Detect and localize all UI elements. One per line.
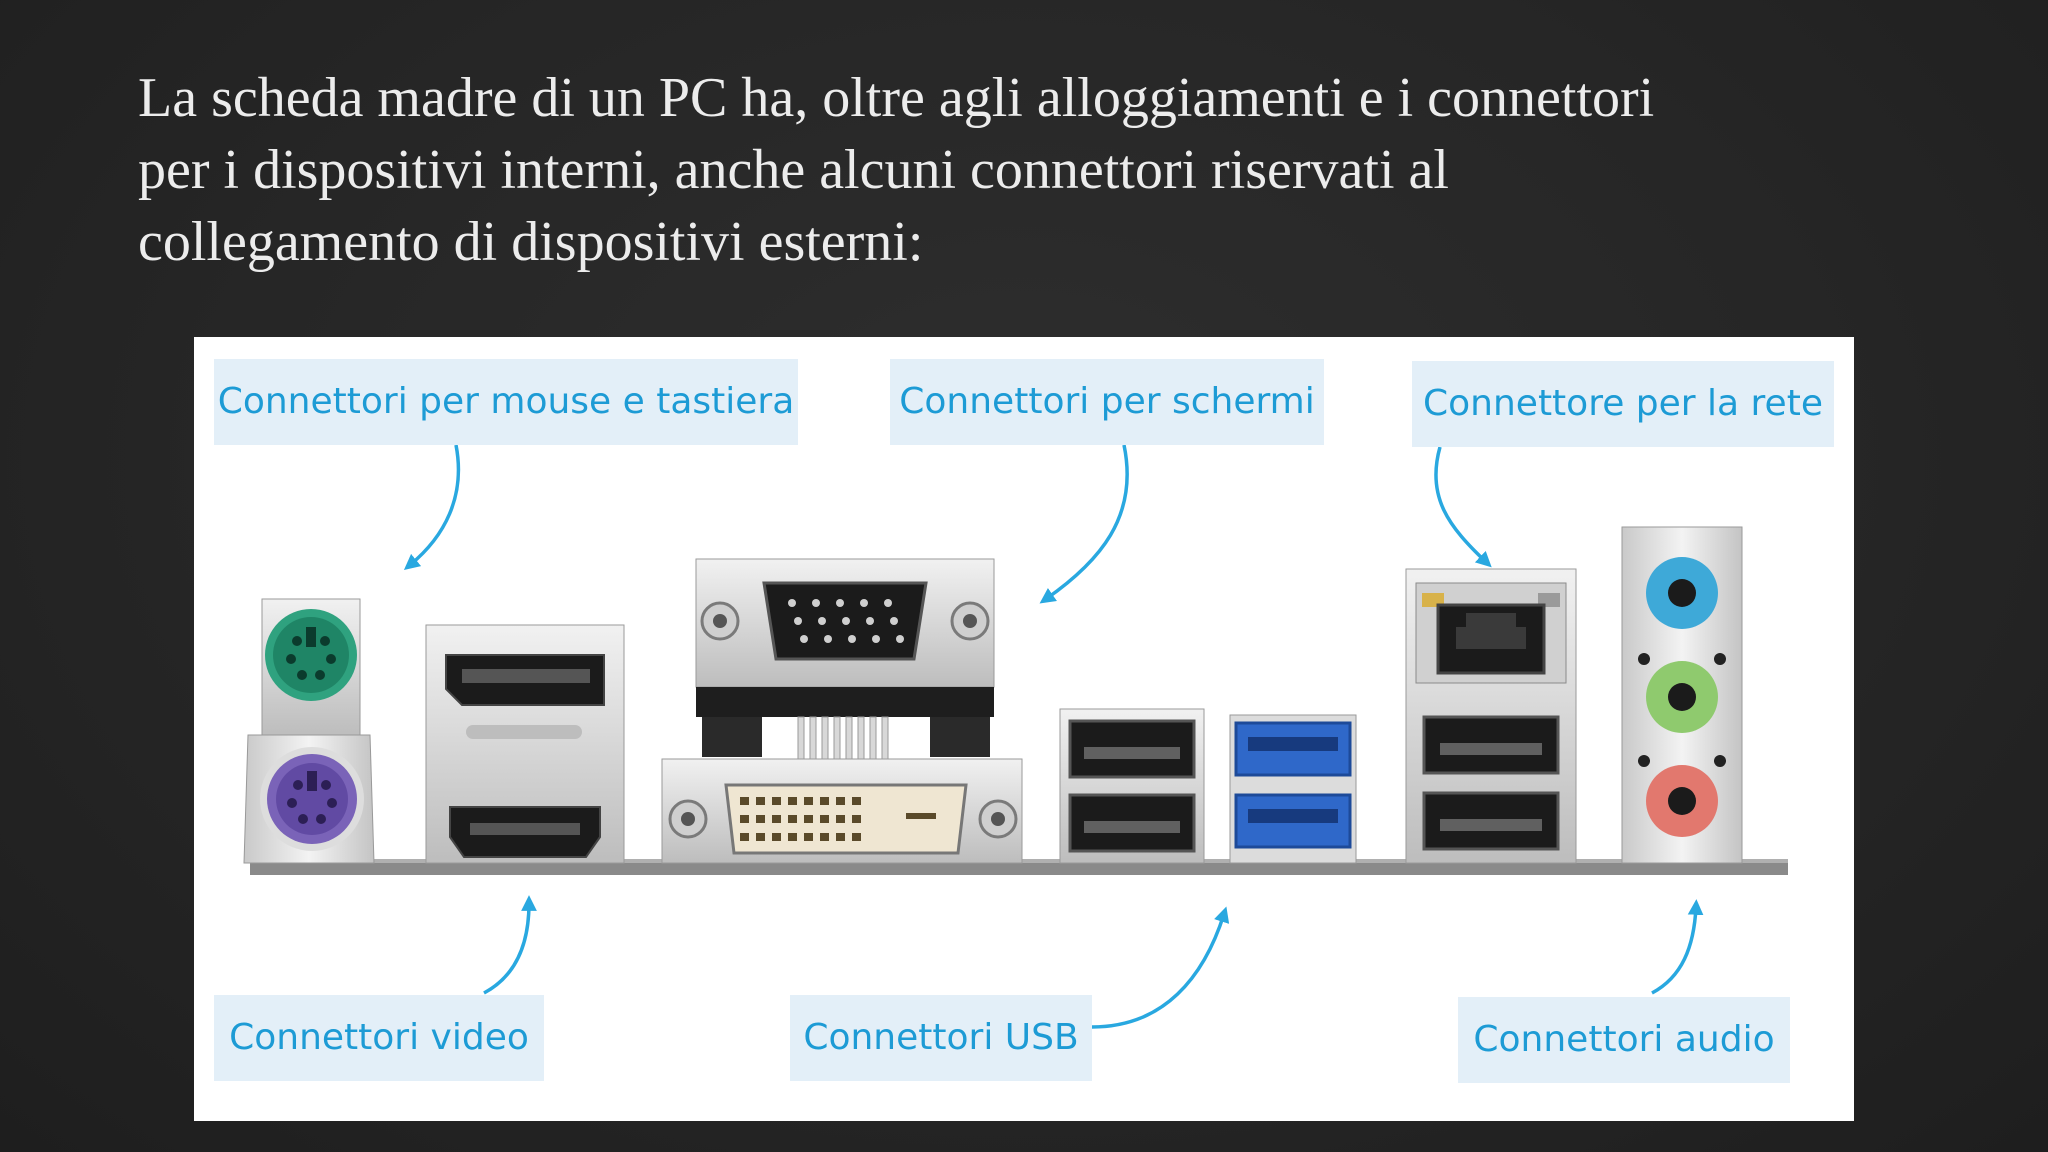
- arrow-usb: [1091, 906, 1230, 1029]
- label-mouse-keyboard: Connettori per mouse e tastiera: [214, 359, 798, 445]
- arrow-network: [1434, 446, 1492, 568]
- usb2-ports: [1059, 708, 1205, 864]
- arrow-mouse-keyboard: [403, 444, 461, 571]
- audio-jacks: [1621, 526, 1743, 864]
- slide-text-line-1: La scheda madre di un PC ha, oltre agli …: [138, 67, 1655, 129]
- label-usb: Connettori USB: [790, 995, 1092, 1081]
- io-panel-illustration: [243, 444, 1788, 1029]
- arrow-audio: [1651, 899, 1704, 995]
- video-connectors: [425, 624, 625, 864]
- slide-body-text: La scheda madre di un PC ha, oltre agli …: [138, 62, 1958, 278]
- label-network: Connettore per la rete: [1412, 361, 1834, 447]
- board-rail: [250, 863, 1788, 875]
- arrow-screens: [1039, 444, 1129, 604]
- network-usb-block: [1405, 568, 1577, 864]
- arrow-video: [483, 895, 537, 995]
- label-screens: Connettori per schermi: [890, 359, 1324, 445]
- usb3-ports: [1229, 714, 1357, 864]
- dvi-port: [724, 783, 968, 855]
- display-connectors: [661, 558, 1023, 864]
- label-video: Connettori video: [214, 995, 544, 1081]
- slide-text-line-3: collegamento di dispositivi esterni:: [138, 211, 924, 273]
- slide-text-line-2: per i dispositivi interni, anche alcuni …: [138, 139, 1449, 201]
- motherboard-io-diagram: Connettori per mouse e tastiera Connetto…: [194, 337, 1854, 1121]
- label-audio: Connettori audio: [1458, 997, 1790, 1083]
- ps2-connectors: [243, 598, 375, 864]
- callout-arrows: [403, 444, 1704, 1029]
